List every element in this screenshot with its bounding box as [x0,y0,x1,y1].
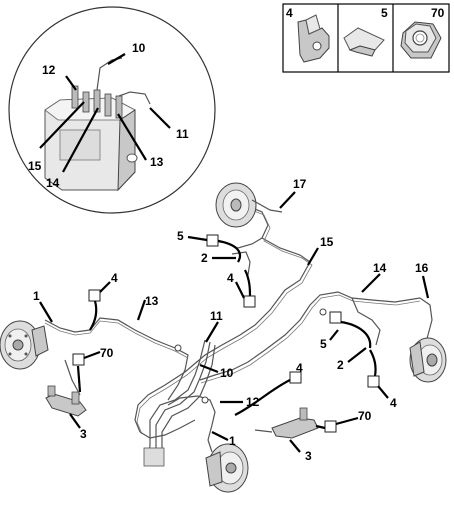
callout-pipe-14: 14 [373,261,387,275]
clip-box-5 [206,234,219,247]
callout-inset-15: 15 [28,159,42,173]
callout-inset-12: 12 [42,63,56,77]
callout-rear-4: 4 [227,271,234,285]
callout-front-left-4: 4 [111,271,118,285]
callout-rear-2: 2 [201,251,208,265]
abs-unit-inset: 10 11 12 13 14 15 [8,6,216,214]
front-brake-right [205,439,249,493]
callout-rear-5: 5 [177,229,184,243]
callout-rear-left-5: 5 [320,337,327,351]
rear-left-clip-group: 5 2 4 [177,229,256,308]
callout-front-right-4: 4 [296,361,303,375]
callout-17: 17 [293,177,307,191]
callout-inset-13: 13 [150,155,164,169]
callout-front-left-3: 3 [80,427,87,441]
clip-box-4-front-right [289,371,302,384]
callout-rear-left-4: 4 [390,396,397,410]
callout-front-left-1: 1 [33,289,40,303]
callout-pipe-11: 11 [210,309,223,323]
rear-brake-top: 17 [215,177,307,228]
callout-16: 16 [415,261,429,275]
legend-label-4: 4 [286,6,293,20]
callout-front-right-70: 70 [358,409,372,423]
callout-inset-10: 10 [132,41,146,55]
rear-brake-right [409,337,447,383]
clip-box-4-rear [243,295,256,308]
callout-inset-11: 11 [176,127,189,141]
front-left-bracket [45,359,87,417]
callout-pipe-15: 15 [320,235,334,249]
legend-panel: 4 5 70 [282,3,450,73]
clip-4-part [297,14,330,63]
callout-front-right-3: 3 [305,449,312,463]
callout-inset-14: 14 [46,176,60,190]
callout-pipe-10: 10 [220,366,234,380]
clip-box-70-front-right [324,420,337,433]
clip-box-4-right [367,375,380,388]
legend-label-70: 70 [431,6,445,20]
clip-box-4-front-left [88,289,101,302]
front-brake-left [0,320,49,370]
brake-pipes [44,204,433,467]
nut-70-part [400,21,442,59]
callout-pipe-13: 13 [145,294,159,308]
clip-5-part [343,27,385,57]
callout-front-right-1: 1 [229,434,236,448]
callout-rear-left-2: 2 [337,358,344,372]
clip-box-5-right [329,311,342,324]
front-right-bracket [254,407,319,439]
callout-front-left-70: 70 [100,346,114,360]
legend-label-5: 5 [381,6,388,20]
clip-box-70-front-left [72,353,85,366]
rear-right-clip-group: 5 2 4 [320,311,397,410]
